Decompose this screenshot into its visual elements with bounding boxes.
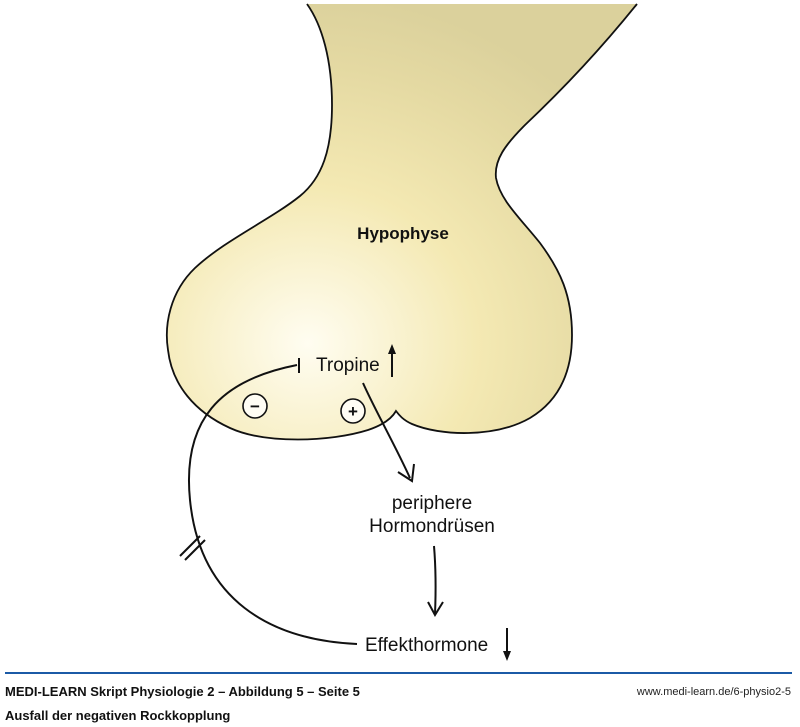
svg-text:+: + xyxy=(348,402,358,421)
hypophyse-label: Hypophyse xyxy=(357,224,449,243)
hypophyse-outline xyxy=(165,3,638,441)
effect-hormones-decrease-arrow-icon xyxy=(503,628,511,661)
interruption-mark-icon xyxy=(179,535,206,561)
hypophyse-organ xyxy=(166,4,638,440)
peripheral-glands-label: periphere xyxy=(392,493,472,514)
footer-url-link[interactable]: www.medi-learn.de/6-physio2-5 xyxy=(636,686,791,698)
tropine-label: Tropine xyxy=(316,355,380,376)
figure-caption: Ausfall der negativen Rockkopplung xyxy=(5,708,231,723)
tropine-increase-arrow-icon xyxy=(388,344,396,377)
inhibition-minus-icon: − xyxy=(242,393,268,419)
stimulation-plus-icon: + xyxy=(340,398,366,424)
footer-title: MEDI-LEARN Skript Physiologie 2 – Abbild… xyxy=(5,684,360,699)
feedback-diagram: Hypophyse Tropine − + periphere Hormondr… xyxy=(165,3,638,661)
effect-hormones-label: Effekthormone xyxy=(365,635,488,656)
glands-to-effect-arrow xyxy=(427,545,444,618)
svg-text:−: − xyxy=(250,397,260,416)
footer-divider xyxy=(5,672,792,674)
negative-feedback-curve xyxy=(188,364,358,645)
peripheral-glands-label-line2: Hormondrüsen xyxy=(369,516,495,537)
tropine-to-glands-arrow xyxy=(362,382,415,483)
